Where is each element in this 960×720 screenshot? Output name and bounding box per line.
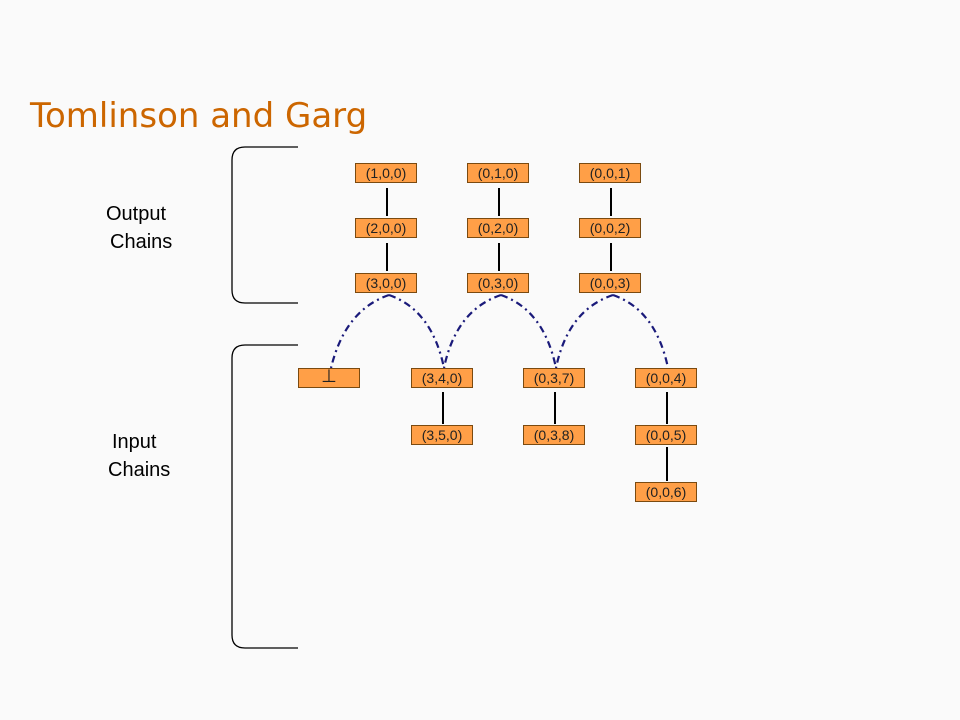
arc-out1-to-in2: [388, 293, 446, 369]
chain-link: [498, 188, 500, 216]
chain-link: [666, 447, 668, 481]
arc-out1-to-in1: [329, 293, 390, 369]
arc-out3-to-in3: [554, 293, 614, 369]
input-node-0-0-6: (0,0,6): [635, 482, 697, 502]
output-node-0-1-0: (0,1,0): [467, 163, 529, 183]
input-chains-label: Input Chains: [108, 428, 170, 484]
input-node-0-3-7: (0,3,7): [523, 368, 585, 388]
input-label-line1: Input: [112, 431, 157, 453]
output-label-line1: Output: [106, 203, 167, 225]
input-node-3-4-0: (3,4,0): [411, 368, 473, 388]
chain-link: [666, 392, 668, 424]
chain-link: [386, 243, 388, 271]
input-label-line2: Chains: [108, 459, 171, 481]
chain-link: [610, 188, 612, 216]
output-bracket: [231, 146, 298, 304]
input-node-0-0-5: (0,0,5): [635, 425, 697, 445]
input-node-3-5-0: (3,5,0): [411, 425, 473, 445]
output-node-0-0-3: (0,0,3): [579, 273, 641, 293]
output-node-0-3-0: (0,3,0): [467, 273, 529, 293]
output-node-0-0-1: (0,0,1): [579, 163, 641, 183]
input-bracket: [231, 344, 298, 649]
output-label-line2: Chains: [110, 231, 173, 253]
chain-link: [610, 243, 612, 271]
arc-out2-to-in2: [442, 293, 502, 369]
input-node-bottom: ⊥: [298, 367, 360, 388]
output-node-0-0-2: (0,0,2): [579, 218, 641, 238]
output-chains-label: Output Chains: [106, 200, 172, 256]
output-node-1-0-0: (1,0,0): [355, 163, 417, 183]
input-node-0-3-8: (0,3,8): [523, 425, 585, 445]
chain-link: [386, 188, 388, 216]
output-node-3-0-0: (3,0,0): [355, 273, 417, 293]
chain-link: [442, 392, 444, 424]
chain-link: [498, 243, 500, 271]
input-node-0-0-4: (0,0,4): [635, 368, 697, 388]
page-title: Tomlinson and Garg: [30, 96, 368, 136]
output-node-0-2-0: (0,2,0): [467, 218, 529, 238]
output-node-2-0-0: (2,0,0): [355, 218, 417, 238]
arc-out3-to-in4: [612, 293, 670, 369]
chain-link: [554, 392, 556, 424]
arc-out2-to-in3: [500, 293, 558, 369]
